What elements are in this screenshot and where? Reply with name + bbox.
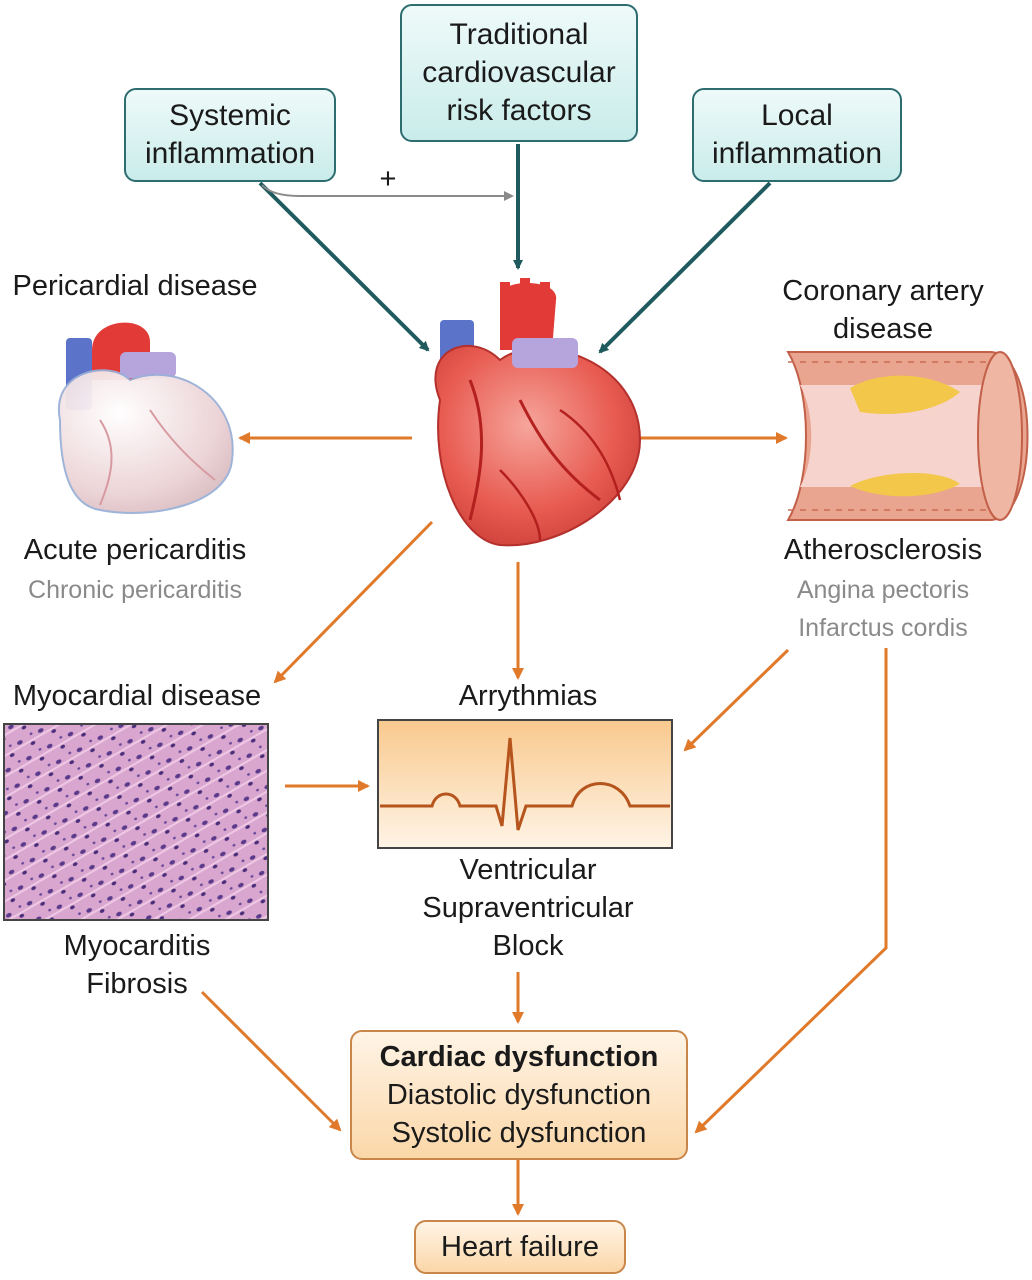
coronary-secondary-2: Infarctus cordis	[798, 614, 968, 642]
local-line-2: inflammation	[711, 137, 883, 170]
cardiac-dysfunction-box: Cardiac dysfunction Diastolic dysfunctio…	[350, 1030, 688, 1160]
systemic-line-2: inflammation	[144, 137, 316, 170]
arrhythmia-item-2: Supraventricular	[422, 892, 634, 924]
heart-failure-label: Heart failure	[441, 1231, 599, 1263]
systemic-line-1: Systemic	[169, 99, 291, 132]
cardiac-item-1: Diastolic dysfunction	[386, 1079, 652, 1111]
arrow-systemic-plus	[261, 184, 514, 201]
coronary-main: Atherosclerosis	[783, 534, 983, 566]
arrhythmia-item-3: Block	[492, 930, 564, 962]
artery-illustration	[786, 351, 1029, 521]
histology-image	[3, 723, 269, 921]
arrow-coronary-to-cardiac	[694, 648, 888, 1134]
arrow-local-to-heart	[598, 181, 772, 354]
arrow-coronary-to-arrhythmia	[683, 648, 790, 752]
coronary-title-1: Coronary artery	[782, 275, 984, 307]
pericardial-secondary: Chronic pericarditis	[28, 576, 242, 604]
traditional-line-3: risk factors	[446, 94, 592, 127]
cardiac-title: Cardiac dysfunction	[379, 1041, 659, 1073]
myocardial-item-2: Fibrosis	[86, 968, 188, 1000]
coronary-secondary-1: Angina pectoris	[796, 576, 970, 604]
cardiac-item-2: Systolic dysfunction	[391, 1117, 647, 1149]
heart-illustration	[434, 278, 642, 547]
ecg-panel	[377, 719, 673, 849]
coronary-title-2: disease	[833, 313, 933, 345]
traditional-line-2: cardiovascular	[422, 56, 616, 89]
pericardial-main: Acute pericarditis	[23, 534, 247, 566]
arrhythmia-title: Arrythmias	[458, 680, 598, 712]
plus-sign: +	[379, 163, 397, 195]
arrow-myocardial-to-cardiac	[200, 990, 342, 1132]
traditional-risk-box: Traditional cardiovascular risk factors	[400, 4, 638, 142]
pericardial-title: Pericardial disease	[12, 270, 258, 302]
heart-failure-box: Heart failure	[414, 1220, 626, 1274]
local-line-1: Local	[761, 99, 833, 132]
arrhythmia-item-1: Ventricular	[459, 854, 597, 886]
ecg-trace	[380, 737, 670, 831]
pericardial-heart-illustration	[57, 322, 234, 514]
myocardial-title: Myocardial disease	[12, 680, 262, 712]
local-inflammation-box: Local inflammation	[692, 88, 902, 182]
arrow-systemic-to-heart	[258, 181, 430, 352]
systemic-inflammation-box: Systemic inflammation	[124, 88, 336, 182]
arrow-heart-to-myocardial	[273, 520, 434, 684]
traditional-line-1: Traditional	[449, 18, 589, 51]
myocardial-item-1: Myocarditis	[63, 930, 211, 962]
